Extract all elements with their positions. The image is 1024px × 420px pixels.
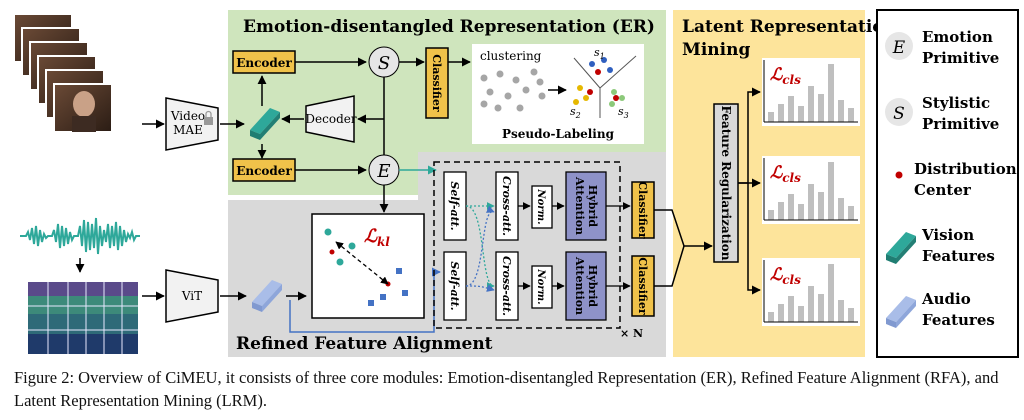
cls-histogram-2 <box>762 156 860 224</box>
norm-top-block <box>531 185 553 229</box>
repeat-n-label: × N <box>620 327 643 340</box>
legend-dc-line2: Center <box>914 181 972 199</box>
bottom-self-to-cross-arrow <box>465 284 495 292</box>
legend-e-symbol <box>885 32 913 60</box>
er-title: Emotion-disentangled Representation (ER) <box>243 17 655 37</box>
legend-e-line1: Emotion <box>922 28 993 46</box>
video-mae-block <box>165 97 219 151</box>
self-att-bottom-label: Self-att. <box>448 261 461 310</box>
rfa-classifier-bottom-label: Classifier <box>636 257 649 315</box>
figure-caption: Figure 2: Overview of CiMEU, it consists… <box>14 368 999 410</box>
legend-s-symbol-label: S <box>893 104 905 124</box>
e-node-label: E <box>376 161 390 182</box>
s2-label: s2 <box>570 105 581 120</box>
legend-s-symbol <box>885 98 913 126</box>
cls-loss-2: ℒcls <box>770 163 801 185</box>
legend-af-line1: Audio <box>921 290 971 308</box>
hybrid-bottom-label: HybridAttention <box>573 256 599 315</box>
spectrogram-image <box>28 282 138 354</box>
reg-to-hist3-arrow <box>747 183 761 295</box>
cls-histogram-3 <box>762 258 860 326</box>
vision-feature-block <box>250 108 280 140</box>
legend-vf-line1: Vision <box>921 226 974 244</box>
s1-label: s1 <box>594 46 605 61</box>
legend-audio-features-symbol <box>886 296 916 328</box>
cls-loss-3: ℒcls <box>770 265 801 287</box>
classifier-bottom-merge-line <box>654 245 685 287</box>
legend-af-line2: Features <box>922 311 995 329</box>
lock-icon <box>204 110 213 125</box>
lrm-title-line2: Mining <box>682 40 750 60</box>
s-node-label: S <box>378 53 390 74</box>
cross-att-bottom-label: Cross-att. <box>500 256 513 316</box>
bottom-self-to-top-cross-arrow <box>465 205 495 287</box>
legend-distribution-center-symbol <box>895 171 903 179</box>
legend-dc-line1: Distribution <box>914 160 1017 178</box>
audio-to-selfatt-blue-arrow <box>289 267 441 333</box>
norm-top-label: Norm. <box>535 188 546 224</box>
legend-box <box>876 9 1019 358</box>
decoder-block <box>305 95 355 143</box>
hybrid-top-label: HybridAttention <box>573 176 599 235</box>
legend-vision-features-symbol <box>886 232 916 264</box>
s3-label: s3 <box>618 105 629 120</box>
cross-att-top-label: Cross-att. <box>500 176 513 236</box>
hybrid-attention-top-block <box>565 171 607 241</box>
video-mae-label-line1: Video <box>170 109 205 123</box>
video-mae-label-line2: MAE <box>173 123 203 137</box>
self-att-top-label: Self-att. <box>448 181 461 230</box>
cls-loss-1: ℒcls <box>770 65 801 87</box>
audio-waveform-image <box>20 217 140 255</box>
rfa-classifier-top-label: Classifier <box>636 181 649 239</box>
legend-e-line2: Primitive <box>922 49 999 67</box>
er-classifier-label: Classifier <box>430 54 443 112</box>
feature-regularization-block <box>713 103 739 263</box>
attention-stack-box <box>433 161 621 329</box>
legend-s-line1: Stylistic <box>922 94 990 112</box>
legend-s-line2: Primitive <box>922 115 999 133</box>
clustering-label: clustering <box>480 49 542 63</box>
vit-block <box>165 269 219 323</box>
norm-bottom-label: Norm. <box>535 268 546 304</box>
classifiers-merge-arrow <box>654 209 713 251</box>
encoder-top-label: Encoder <box>236 56 292 70</box>
lrm-title-line1: Latent Representation <box>682 17 896 37</box>
cls-histogram-1 <box>762 58 860 126</box>
er-classifier-block <box>425 47 449 119</box>
clustering-points <box>480 68 546 112</box>
norm-bottom-block <box>531 265 553 309</box>
rfa-title: Refined Feature Alignment <box>236 334 493 354</box>
legend-e-symbol-label: E <box>892 38 906 58</box>
video-frames-image <box>13 13 113 133</box>
decoder-label: Decoder <box>305 112 356 126</box>
pseudo-label-clusters <box>573 55 637 118</box>
legend-vf-line2: Features <box>922 247 995 265</box>
feature-regularization-label: Feature Regularization <box>719 105 733 260</box>
pseudo-labeling-label: Pseudo-Labeling <box>502 127 615 141</box>
encoder-bottom-label: Encoder <box>236 164 292 178</box>
audio-feature-block <box>252 280 282 312</box>
vit-label: ViT <box>181 289 202 303</box>
